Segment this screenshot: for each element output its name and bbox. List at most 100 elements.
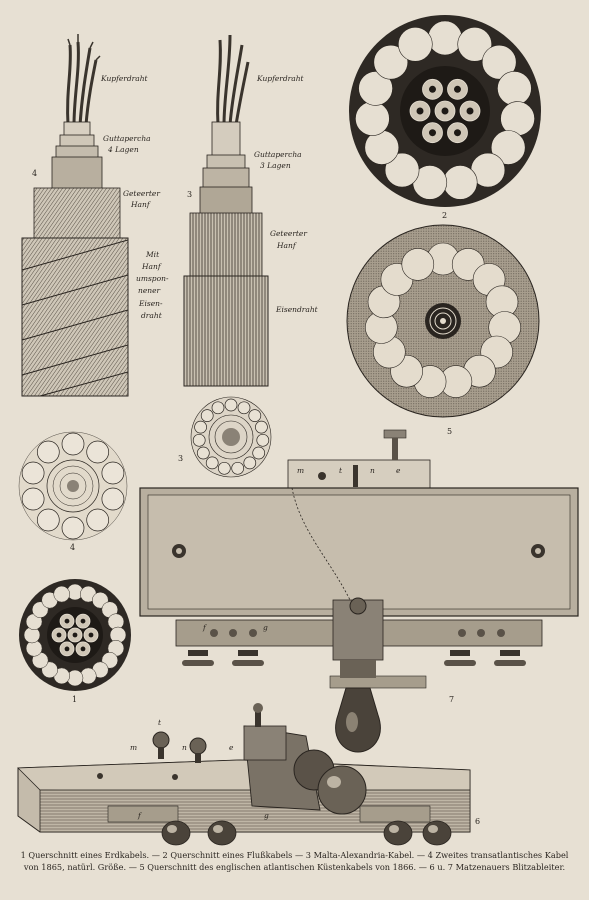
armour-wire [237, 401, 251, 415]
conductor-core-center [88, 632, 94, 638]
plate-caption: 1 Querschnitt eines Erdkabels. — 2 Quers… [14, 850, 575, 873]
cable-3-hanf-label-2: Hanf [276, 241, 297, 250]
device-7-letter-t: t [339, 466, 343, 475]
figure-number-7: 7 [449, 695, 454, 704]
conductor-core-center [80, 618, 86, 624]
caption-line-2: von 1865, natürl. Größe. — 5 Querschnitt… [23, 861, 566, 872]
conductor-core-center [441, 107, 449, 115]
cable-4-eisen-label-1: Mit [145, 250, 160, 259]
cable-4-guttapercha-layers: 4 Lagen [107, 145, 139, 154]
conductor-core-center [454, 129, 461, 137]
armour-wire [497, 71, 532, 106]
device-7-letters: m t n e f g [202, 466, 401, 632]
cable-4-guttapercha-label: Guttapercha [103, 134, 151, 143]
device-7-letter-n: n [370, 466, 375, 475]
armour-wire [200, 409, 214, 422]
figure-number-4: 4 [70, 543, 75, 552]
cable-3-eisendraht-label: Eisendraht [275, 305, 319, 314]
armour-wire [196, 446, 210, 460]
cable-4-eisen-label-3: umspon- [136, 274, 169, 283]
armour-wire [36, 508, 60, 532]
armour-wire [384, 152, 420, 188]
cable-3-drawing [183, 34, 269, 387]
cable-4-labels: 4 Kupferdraht Guttapercha 4 Lagen Geteer… [32, 74, 169, 320]
cable-3-guttapercha-layers: 3 Lagen [260, 161, 291, 170]
device-6-letter-g: g [264, 811, 269, 820]
conductor-core-center [80, 646, 86, 652]
conductor-core-center [64, 646, 70, 652]
cross-section-4 [18, 431, 128, 541]
device-7-letter-m: m [297, 466, 304, 475]
armour-wire [205, 456, 219, 470]
cable-3-number: 3 [187, 190, 192, 199]
figure-number-1: 1 [72, 695, 77, 704]
conductor-core-center [416, 107, 424, 115]
armour-wire [61, 516, 85, 540]
armour-wire [255, 420, 268, 434]
figure-number-3: 3 [178, 454, 183, 463]
caption-line-1: 1 Querschnitt eines Erdkabels. — 2 Quers… [20, 850, 569, 860]
armour-wire [355, 101, 390, 136]
armour-wire [358, 71, 393, 106]
armour-wire [194, 420, 207, 434]
cable-4-hanf-label: Geteerter [123, 189, 160, 198]
conductor-core-center [72, 632, 78, 638]
armour-wire [248, 409, 262, 422]
armour-wire [21, 487, 45, 511]
armour-wire [101, 487, 125, 511]
armour-wire [490, 130, 526, 165]
cable-4-eisen-label-4: nener [138, 286, 161, 295]
armour-wire [256, 433, 270, 447]
armour-wire [86, 508, 110, 532]
device-7-letter-g: g [263, 623, 268, 632]
device-7-letter-f: f [202, 623, 207, 632]
armour-wire [373, 44, 409, 80]
device-6-letter-n: n [182, 743, 187, 752]
cross-section-2 [349, 15, 541, 207]
armour-wire [231, 461, 245, 475]
armour-wire [192, 433, 206, 447]
conductor-core-center [56, 632, 62, 638]
device-6-letter-t: t [158, 718, 162, 727]
armour-wire [61, 432, 85, 456]
conductor-core-center [466, 107, 474, 115]
cable-3-labels: 3 Kupferdraht Guttapercha 3 Lagen Geteer… [187, 74, 319, 314]
armour-wire [442, 165, 478, 200]
armour-wire [243, 456, 257, 470]
cable-4-drawing [21, 34, 129, 397]
armour-wire [211, 401, 225, 415]
cable-3-kupferdraht-label: Kupferdraht [256, 74, 305, 83]
conductor-core-center [454, 85, 461, 93]
armour-wire [397, 26, 433, 62]
cable-3-hanf-label: Geteerter [270, 229, 307, 238]
armour-wire [53, 585, 70, 603]
cable-4-number: 4 [32, 169, 37, 178]
cable-4-kupferdraht-label: Kupferdraht [100, 74, 149, 83]
conductor-core-center [64, 618, 70, 624]
armour-wire [457, 26, 493, 62]
cable-4-eisen-label-2: Hanf [141, 262, 162, 271]
cable-4-eisen-label-5: Eisen- [138, 299, 163, 308]
device-7-letter-e: e [396, 466, 401, 475]
lightning-arrester-6 [17, 703, 471, 846]
armour-wire [252, 446, 266, 460]
armour-wire [481, 44, 517, 80]
cable-4-hanf-label-2: Hanf [130, 200, 151, 209]
armour-wire [36, 440, 60, 464]
cable-3-guttapercha-label: Guttapercha [254, 150, 302, 159]
device-6-letter-m: m [130, 743, 137, 752]
armour-wire [86, 440, 110, 464]
cross-section-3 [190, 396, 272, 478]
armour-wire [217, 461, 231, 475]
cross-section-1 [19, 579, 131, 691]
figure-numbers: 2 5 3 4 1 7 6 [70, 211, 480, 826]
lightning-arrester-7 [139, 429, 579, 753]
device-6-letter-f: f [137, 811, 142, 820]
figure-number-5: 5 [447, 427, 452, 436]
armour-wire [401, 248, 435, 281]
device-6-letters: m t n e f g [130, 718, 269, 820]
conductor-core-center [429, 129, 436, 137]
conductor-core-center [429, 85, 436, 93]
armour-wire [427, 20, 463, 56]
